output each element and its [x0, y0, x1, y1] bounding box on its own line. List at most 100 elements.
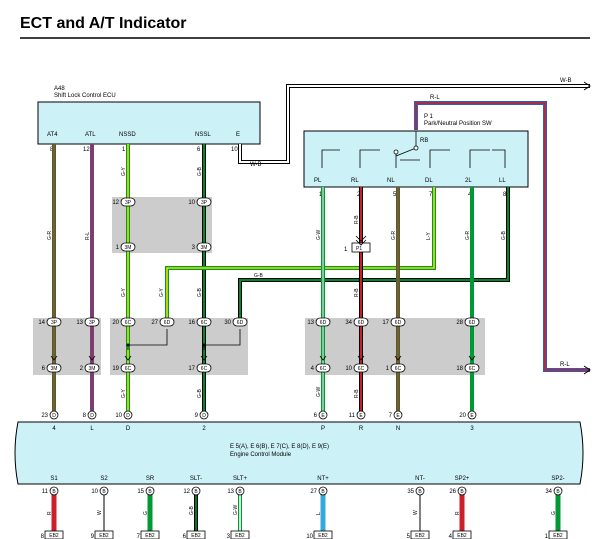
wire-label-2l: G-R [465, 230, 471, 240]
wire-label-ll: G-B [501, 230, 507, 240]
junction-j6C_1: 6C1 [386, 355, 406, 373]
pnp-switch-contacts [321, 131, 506, 168]
ecm-bottom-pin-num: 26 [449, 489, 456, 495]
splice-p1-num: 1 [344, 247, 348, 253]
wire-label-pl-2: G-W [316, 386, 322, 397]
pnp-term-ll: LL [499, 178, 506, 184]
ecu-pin-label-atl: ATL [85, 132, 96, 138]
ecm-bottom-pin-num: 10 [91, 489, 98, 495]
pnp-num-dl: 7 [429, 192, 433, 198]
ecu-pin-label-nssl: NSSL [195, 132, 211, 138]
w-b-arrow-icon [583, 81, 591, 91]
ecm-bottom-wire-label: G-W [233, 504, 239, 515]
eb-conn: EB2 [415, 533, 425, 539]
pnp-term-dl: DL [425, 178, 433, 184]
chevron-down-icon [124, 355, 132, 361]
junction-num: 28 [456, 320, 463, 326]
splice-chevron-icon [355, 235, 367, 246]
shift-lock-ecu-box [37, 101, 261, 145]
wire-label-gb-horizontal: G-B [254, 273, 264, 279]
eb-conn: EB2 [145, 533, 155, 539]
pnp-rb-label: RB [420, 138, 428, 144]
ecm-bottom-wire-label: R [47, 511, 53, 515]
wire-label-w-b-ecu: W-B [250, 162, 262, 168]
pnp-num-ll: 8 [503, 192, 507, 198]
wire-label-pl: G-W [316, 229, 322, 240]
junction-num: 13 [307, 320, 314, 326]
ecm-top-pin-label: D [126, 426, 131, 432]
wire-label-at4: G-R [47, 230, 53, 240]
ecu-pin-label-at4: AT4 [47, 132, 58, 138]
junction-conn: 6D [320, 320, 327, 326]
junction-num: 2 [80, 366, 84, 372]
eb-num: 10 [306, 534, 313, 539]
ecm-bottom-pin-conn: B [194, 489, 198, 495]
ecm-top-pin-label: R [359, 426, 364, 432]
pnp-contact [393, 149, 399, 155]
ecm-top-pin-conn: D [90, 413, 94, 419]
wire-label-nssd-1: G-Y [121, 166, 127, 176]
wire-label-nl: G-R [391, 230, 397, 240]
wire-ll-g-b [238, 187, 510, 322]
ecm-bottom-pin-conn: B [418, 489, 422, 495]
junction-num: 10 [188, 200, 195, 206]
splice-dot [126, 343, 130, 347]
ecu-pin-num-atl: 12 [83, 147, 90, 153]
wire-label-dl: L-Y [426, 232, 432, 240]
wire-label-rl-1: R-B [354, 215, 360, 224]
junction-j3M_2: 3M2 [80, 355, 100, 373]
ecm-bottom-pin-label: NT+ [317, 476, 329, 482]
junction-j3M_1: 3M1 [116, 242, 136, 252]
chevron-down-icon [394, 355, 402, 361]
ecm-bottom-wire-label: R [455, 511, 461, 515]
junction-conn: 6C [125, 320, 132, 326]
chevron-down-icon [88, 355, 96, 361]
ecm-top-pin-num: 8 [83, 413, 87, 419]
pnp-num-nl: 5 [393, 192, 397, 198]
engine-control-module-box [14, 421, 584, 485]
eb-num: 5 [407, 534, 411, 539]
ecm-bottom-pin-label: S1 [50, 476, 58, 482]
wire-label-r-l-right: R-L [560, 362, 570, 368]
ecm-codes: E 5(A), E 6(B), E 7(C), E 8(D), E 9(E) [230, 444, 329, 450]
ecm-top-pin: D8L [83, 410, 97, 432]
junction-j3P_10: 3P 10 [188, 197, 212, 207]
junction-conn: 6C [358, 366, 365, 372]
ecm-top-pin-conn: E [396, 413, 400, 419]
ecm-bottom-pin-num: 13 [227, 489, 234, 495]
eb-conn: EB2 [99, 533, 109, 539]
ecm-bottom-pin-label: SLT+ [233, 476, 248, 482]
ecm-top-pin-num: 10 [115, 413, 122, 419]
wire-label-nssl-1: G-B [197, 166, 203, 176]
junction-conn: 3P [125, 200, 132, 206]
pnp-term-rl: RL [351, 178, 359, 184]
junction-conn: 3M [125, 245, 132, 251]
ecu-pin-label-nssd: NSSD [119, 132, 136, 138]
eb-num: 6 [183, 534, 187, 539]
page-title: ECT and A/T Indicator [20, 15, 187, 32]
junction-conn: 6C [395, 366, 402, 372]
ecm-bottom-pin-num: 34 [545, 489, 552, 495]
pnp-contact [413, 145, 419, 151]
junction-conn: 3P [201, 200, 208, 206]
wire-dl-g-y [165, 187, 436, 322]
ecm-bottom-pin-conn: B [238, 489, 242, 495]
junction-conn: 3M [51, 366, 58, 372]
ecm-bottom-wire-label: G [143, 511, 149, 515]
wire-label-nssd-2: G-Y [121, 287, 127, 297]
ecm-top-pin-conn: D [126, 413, 130, 419]
